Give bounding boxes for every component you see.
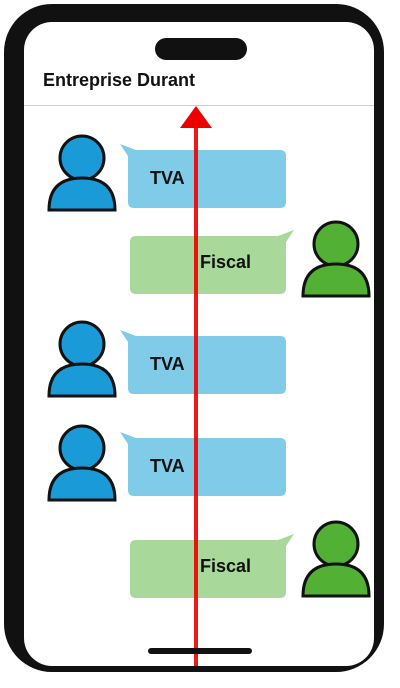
user-avatar-icon	[47, 424, 117, 502]
message-label: TVA	[150, 168, 185, 188]
user-avatar-icon	[47, 134, 117, 212]
message-bubble[interactable]	[118, 430, 288, 498]
phone-notch	[155, 38, 247, 60]
header-divider	[24, 105, 374, 106]
message-label: TVA	[150, 456, 185, 476]
user-avatar-icon	[47, 320, 117, 398]
message-label: Fiscal	[200, 556, 252, 576]
message-bubble[interactable]	[118, 142, 288, 210]
home-indicator	[148, 648, 252, 654]
chat-title: Entreprise Durant	[43, 70, 196, 90]
message-bubble[interactable]	[128, 228, 298, 296]
message-bubble[interactable]	[128, 532, 298, 600]
message-bubble[interactable]	[118, 328, 288, 396]
user-avatar-icon	[301, 220, 371, 298]
user-avatar-icon	[301, 520, 371, 598]
message-label: TVA	[150, 354, 185, 374]
message-label: Fiscal	[200, 252, 252, 272]
